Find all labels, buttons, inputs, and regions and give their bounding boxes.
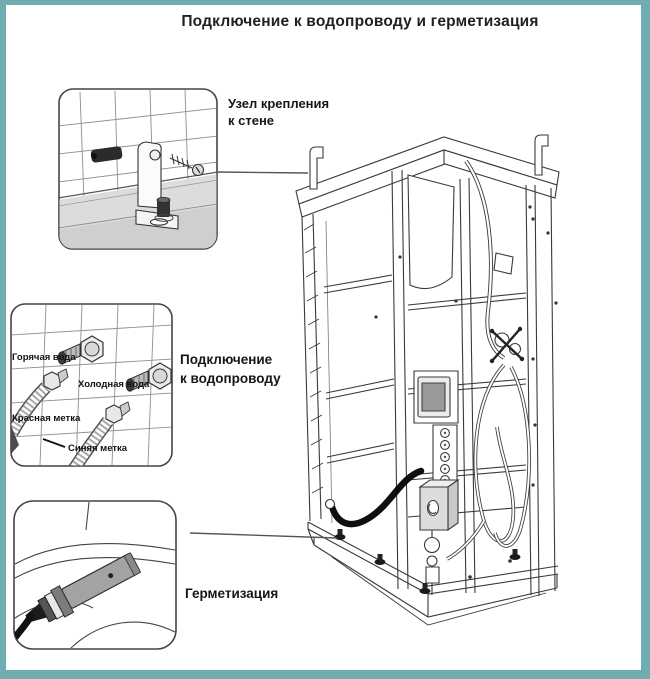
cold-water-hose [74, 402, 130, 467]
shower-hose-top [466, 161, 504, 358]
right-wall-bracket [535, 135, 548, 175]
left-panel-crossbars [324, 275, 394, 463]
floor-anchor-bolt [155, 197, 173, 221]
red-mark-label: Красная метка [12, 413, 81, 424]
adjustable-feet [334, 529, 521, 594]
hose-loops [447, 365, 529, 559]
mounting-bracket [136, 142, 178, 229]
left-wall-bracket [310, 147, 323, 189]
cold-water-label: Холодная вода [78, 379, 150, 390]
screw [170, 154, 204, 176]
sealing-callout: Герметизация [185, 585, 278, 602]
frame-border-right [641, 0, 650, 679]
wall-mount-callout-line2: к стене [228, 113, 275, 128]
inset-border [11, 304, 172, 466]
water-supply-illustration: Горячая вода Холодная вода Красная метка… [10, 303, 173, 467]
water-supply-callout-line1: Подключение [180, 352, 273, 367]
blue-mark-leader-line [43, 439, 65, 447]
shower-cabin-frame [280, 125, 590, 645]
wall-mount-inset [58, 88, 218, 250]
tile-grid [58, 90, 218, 200]
frame-border-left [0, 0, 6, 679]
base-platform [308, 522, 558, 625]
left-edge-strip [302, 214, 332, 523]
page-title: Подключение к водопроводу и герметизация [181, 13, 539, 30]
frame-border-bottom [0, 670, 650, 679]
sealing-illustration [13, 500, 177, 650]
shower-cabin-illustration [280, 125, 590, 645]
water-supply-inset: Горячая вода Холодная вода Красная метка… [10, 303, 173, 467]
sealant-tube [25, 549, 143, 633]
control-panel [414, 371, 458, 484]
upper-inner-panel [408, 175, 454, 289]
wall-mount-callout-line1: Узел крепления [228, 96, 330, 111]
frame-border-top [0, 0, 650, 5]
pump-box [420, 480, 458, 530]
drain-hose [326, 471, 422, 524]
wall-anchor-dowel [90, 146, 123, 163]
hose-end-cutoff [11, 423, 19, 455]
sealing-inset [13, 500, 177, 650]
sealing-callout-label: Герметизация [185, 586, 279, 601]
rivet-dots [374, 205, 558, 487]
mixer-valve [489, 326, 525, 364]
blue-mark-label: Синяя метка [68, 443, 128, 454]
wall-mount-callout: Узел крепления к стене [228, 95, 329, 129]
right-frame-posts [460, 178, 555, 596]
tile-grid [10, 305, 173, 465]
hot-water-hose [12, 369, 68, 433]
small-mount-plate [494, 253, 513, 274]
water-supply-callout-line2: к водопроводу [180, 371, 281, 386]
hot-water-label: Горячая вода [12, 352, 76, 363]
water-supply-callout: Подключение к водопроводу [180, 350, 281, 388]
center-post [392, 170, 408, 589]
drain-valve [425, 530, 440, 595]
wall-mount-illustration [58, 88, 218, 250]
